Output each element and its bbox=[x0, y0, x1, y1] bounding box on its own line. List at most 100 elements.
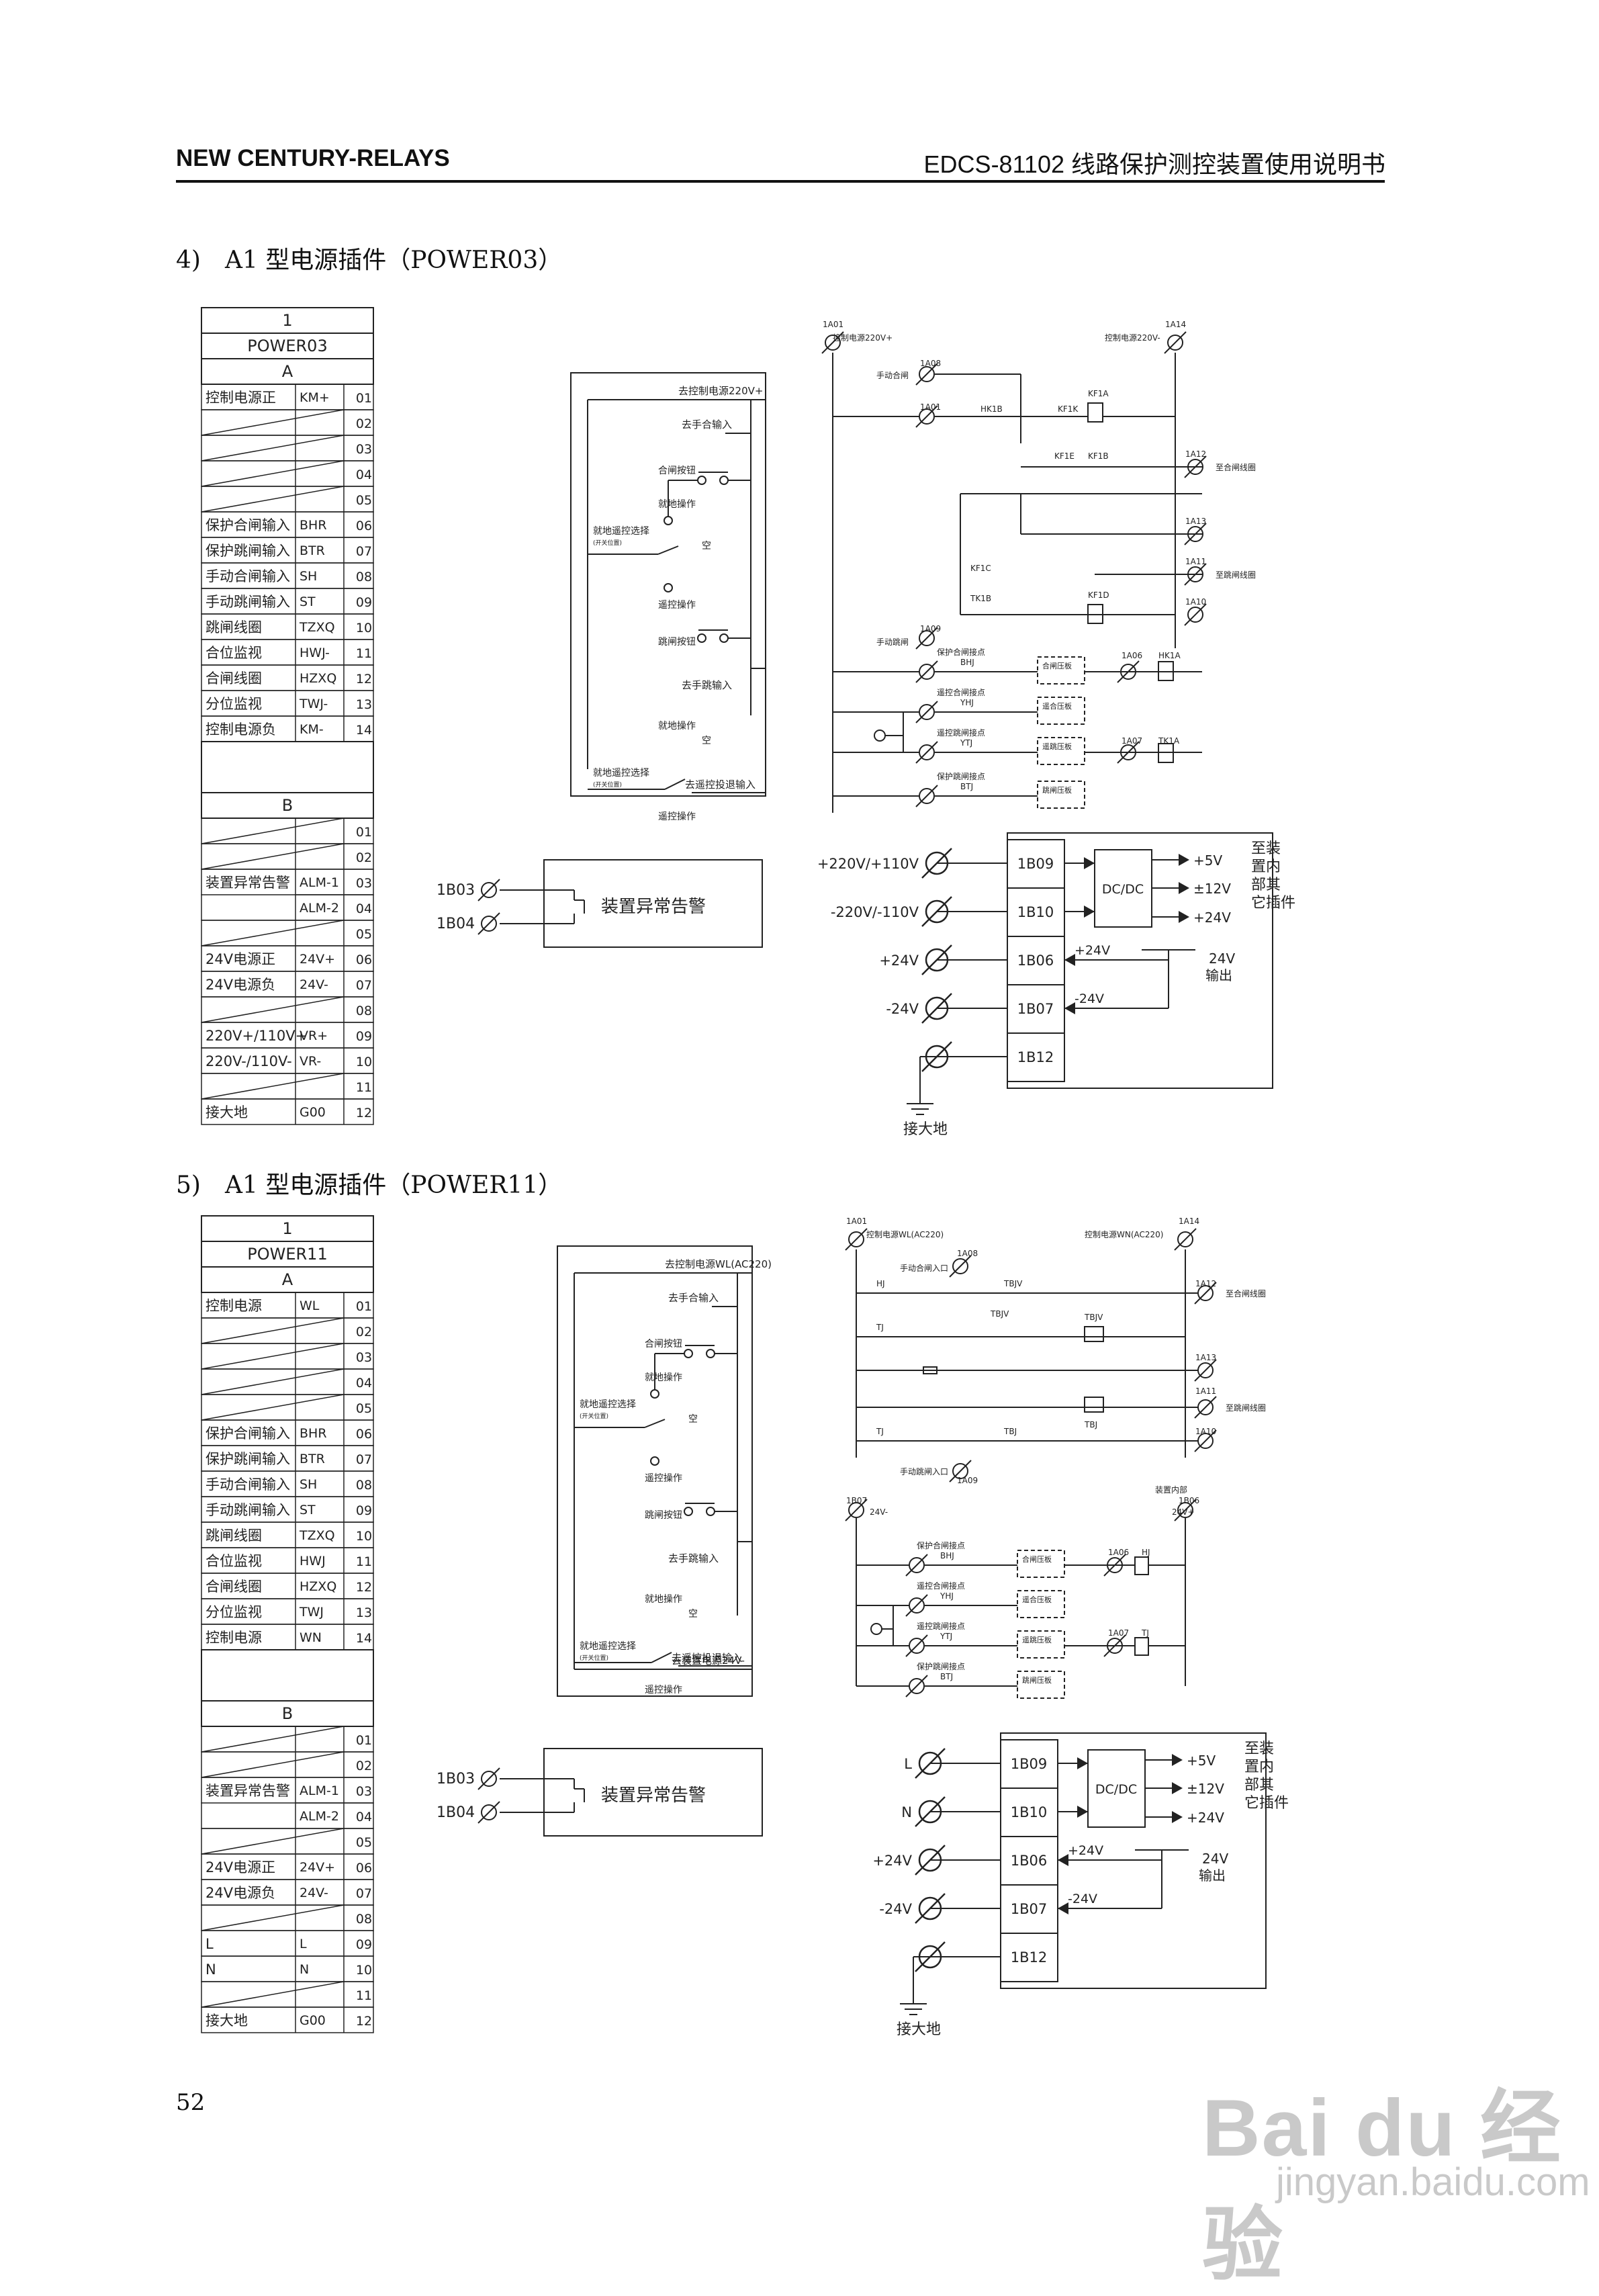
pin-code: HWJ bbox=[300, 1554, 326, 1569]
pin-code: KM+ bbox=[300, 390, 330, 405]
contact bbox=[706, 1507, 715, 1516]
label: (开关位置) bbox=[580, 1654, 608, 1662]
pin-code: BHR bbox=[300, 1426, 327, 1441]
pin-code: TZXQ bbox=[299, 1528, 335, 1543]
terminal-id: 1B07 bbox=[1011, 1901, 1048, 1917]
wire bbox=[905, 1634, 928, 1657]
pressure-plate bbox=[1037, 781, 1085, 809]
pin-function: 控制电源负 bbox=[205, 721, 276, 738]
pin-number: 12 bbox=[356, 1106, 372, 1120]
pin-code: 24V+ bbox=[300, 1860, 335, 1875]
terminal-id: 1B10 bbox=[1011, 1804, 1048, 1820]
pin-number: 08 bbox=[356, 570, 372, 584]
pin-code: G00 bbox=[300, 2013, 326, 2028]
pin-code: ST bbox=[300, 1503, 316, 1517]
terminal-id: 1B07 bbox=[1017, 1001, 1054, 1017]
wire bbox=[921, 944, 952, 975]
wire bbox=[915, 363, 938, 386]
arrow bbox=[1172, 1754, 1183, 1766]
terminal-symbol bbox=[1177, 1502, 1193, 1518]
contact bbox=[650, 1456, 659, 1466]
pin-code: BTR bbox=[300, 543, 325, 558]
pin-function: 装置异常告警 bbox=[205, 875, 290, 891]
label: (开关位置) bbox=[593, 781, 622, 789]
terminal-symbol bbox=[1167, 335, 1183, 351]
label: 空 bbox=[702, 736, 711, 746]
pin-function: 220V+/110V+ bbox=[205, 1028, 307, 1044]
pin-number: 12 bbox=[356, 2014, 372, 2029]
baidu-watermark-url: jingyan.baidu.com bbox=[1276, 2160, 1590, 2204]
pin-function: 接大地 bbox=[205, 1104, 248, 1120]
pin-number: 10 bbox=[356, 1529, 372, 1544]
table-row bbox=[201, 1930, 374, 1957]
label: 1A14 bbox=[1165, 320, 1186, 329]
pin-number: 09 bbox=[356, 1503, 372, 1518]
wire bbox=[915, 1748, 946, 1779]
terminal-symbol bbox=[1187, 526, 1203, 542]
arrow bbox=[1179, 882, 1189, 894]
group-label-a: A bbox=[282, 1270, 293, 1289]
terminal-id: 1B09 bbox=[1017, 856, 1054, 872]
terminal-symbol bbox=[1197, 1285, 1214, 1301]
table-row bbox=[201, 996, 374, 1023]
output-destination: 置内 bbox=[1244, 1759, 1274, 1775]
output-label: 24V bbox=[1202, 1851, 1228, 1867]
pin-number: 06 bbox=[356, 1861, 372, 1875]
pin-function: 24V电源负 bbox=[205, 977, 275, 993]
pin-code: SH bbox=[300, 569, 317, 584]
wire bbox=[201, 1368, 345, 1395]
label: 1A11 bbox=[1195, 1386, 1216, 1396]
wire bbox=[477, 912, 500, 935]
label: BHJ bbox=[940, 1551, 954, 1560]
ground-label: 接大地 bbox=[897, 2021, 941, 2038]
pin-number: 03 bbox=[356, 442, 372, 457]
pin-code: BHR bbox=[300, 518, 327, 533]
pin-number: 10 bbox=[356, 1055, 372, 1069]
wire bbox=[1194, 1359, 1217, 1382]
alarm-label: 装置异常告警 bbox=[601, 1785, 706, 1806]
terminal-symbol bbox=[1187, 607, 1203, 623]
label: 1A08 bbox=[920, 359, 941, 368]
pin-function: 保护合闸输入 bbox=[205, 517, 290, 533]
pin-number: 01 bbox=[356, 825, 372, 840]
pin-number: 07 bbox=[356, 1886, 372, 1901]
input-label: N bbox=[901, 1804, 912, 1820]
wire bbox=[201, 409, 345, 436]
table-row bbox=[201, 1802, 374, 1829]
label: 跳闸压板 bbox=[1042, 785, 1072, 795]
dcdc-label: DC/DC bbox=[1102, 882, 1144, 897]
label: 控制电源220V- bbox=[1105, 333, 1160, 343]
label: 遥合压板 bbox=[1022, 1595, 1052, 1604]
relay-coil bbox=[1134, 1556, 1149, 1575]
label: 1A07 bbox=[1108, 1628, 1129, 1638]
label: 空 bbox=[688, 1414, 698, 1425]
label: 1A10 bbox=[1185, 597, 1206, 607]
label: 1A13 bbox=[1195, 1353, 1216, 1362]
table-row bbox=[201, 1904, 374, 1931]
output-label: +24V bbox=[1193, 910, 1231, 926]
wire bbox=[201, 1394, 345, 1421]
wire bbox=[201, 460, 345, 487]
pin-code: HZXQ bbox=[300, 671, 336, 686]
label: TJ bbox=[876, 1427, 884, 1436]
wire bbox=[845, 1499, 868, 1521]
pin-function: 保护合闸输入 bbox=[205, 1425, 290, 1442]
psu-block-power03: 1B09+220V/+110V1B10-220V/-110V1B06+24V1B… bbox=[817, 832, 1295, 1138]
label: 遥控操作 bbox=[645, 1473, 682, 1484]
label: TJ bbox=[876, 1323, 884, 1332]
slot-label: 1 bbox=[282, 1219, 292, 1238]
wire bbox=[921, 896, 952, 927]
label: 1B07 bbox=[846, 1496, 867, 1505]
label: TBJ bbox=[1084, 1420, 1097, 1429]
pin-number: 09 bbox=[356, 1029, 372, 1044]
wire bbox=[201, 920, 345, 946]
relay-coil bbox=[1084, 1326, 1104, 1342]
pin-number: 14 bbox=[356, 1631, 372, 1646]
arrow bbox=[1084, 857, 1095, 869]
terminal-symbol bbox=[925, 851, 949, 875]
wire bbox=[845, 1228, 868, 1251]
